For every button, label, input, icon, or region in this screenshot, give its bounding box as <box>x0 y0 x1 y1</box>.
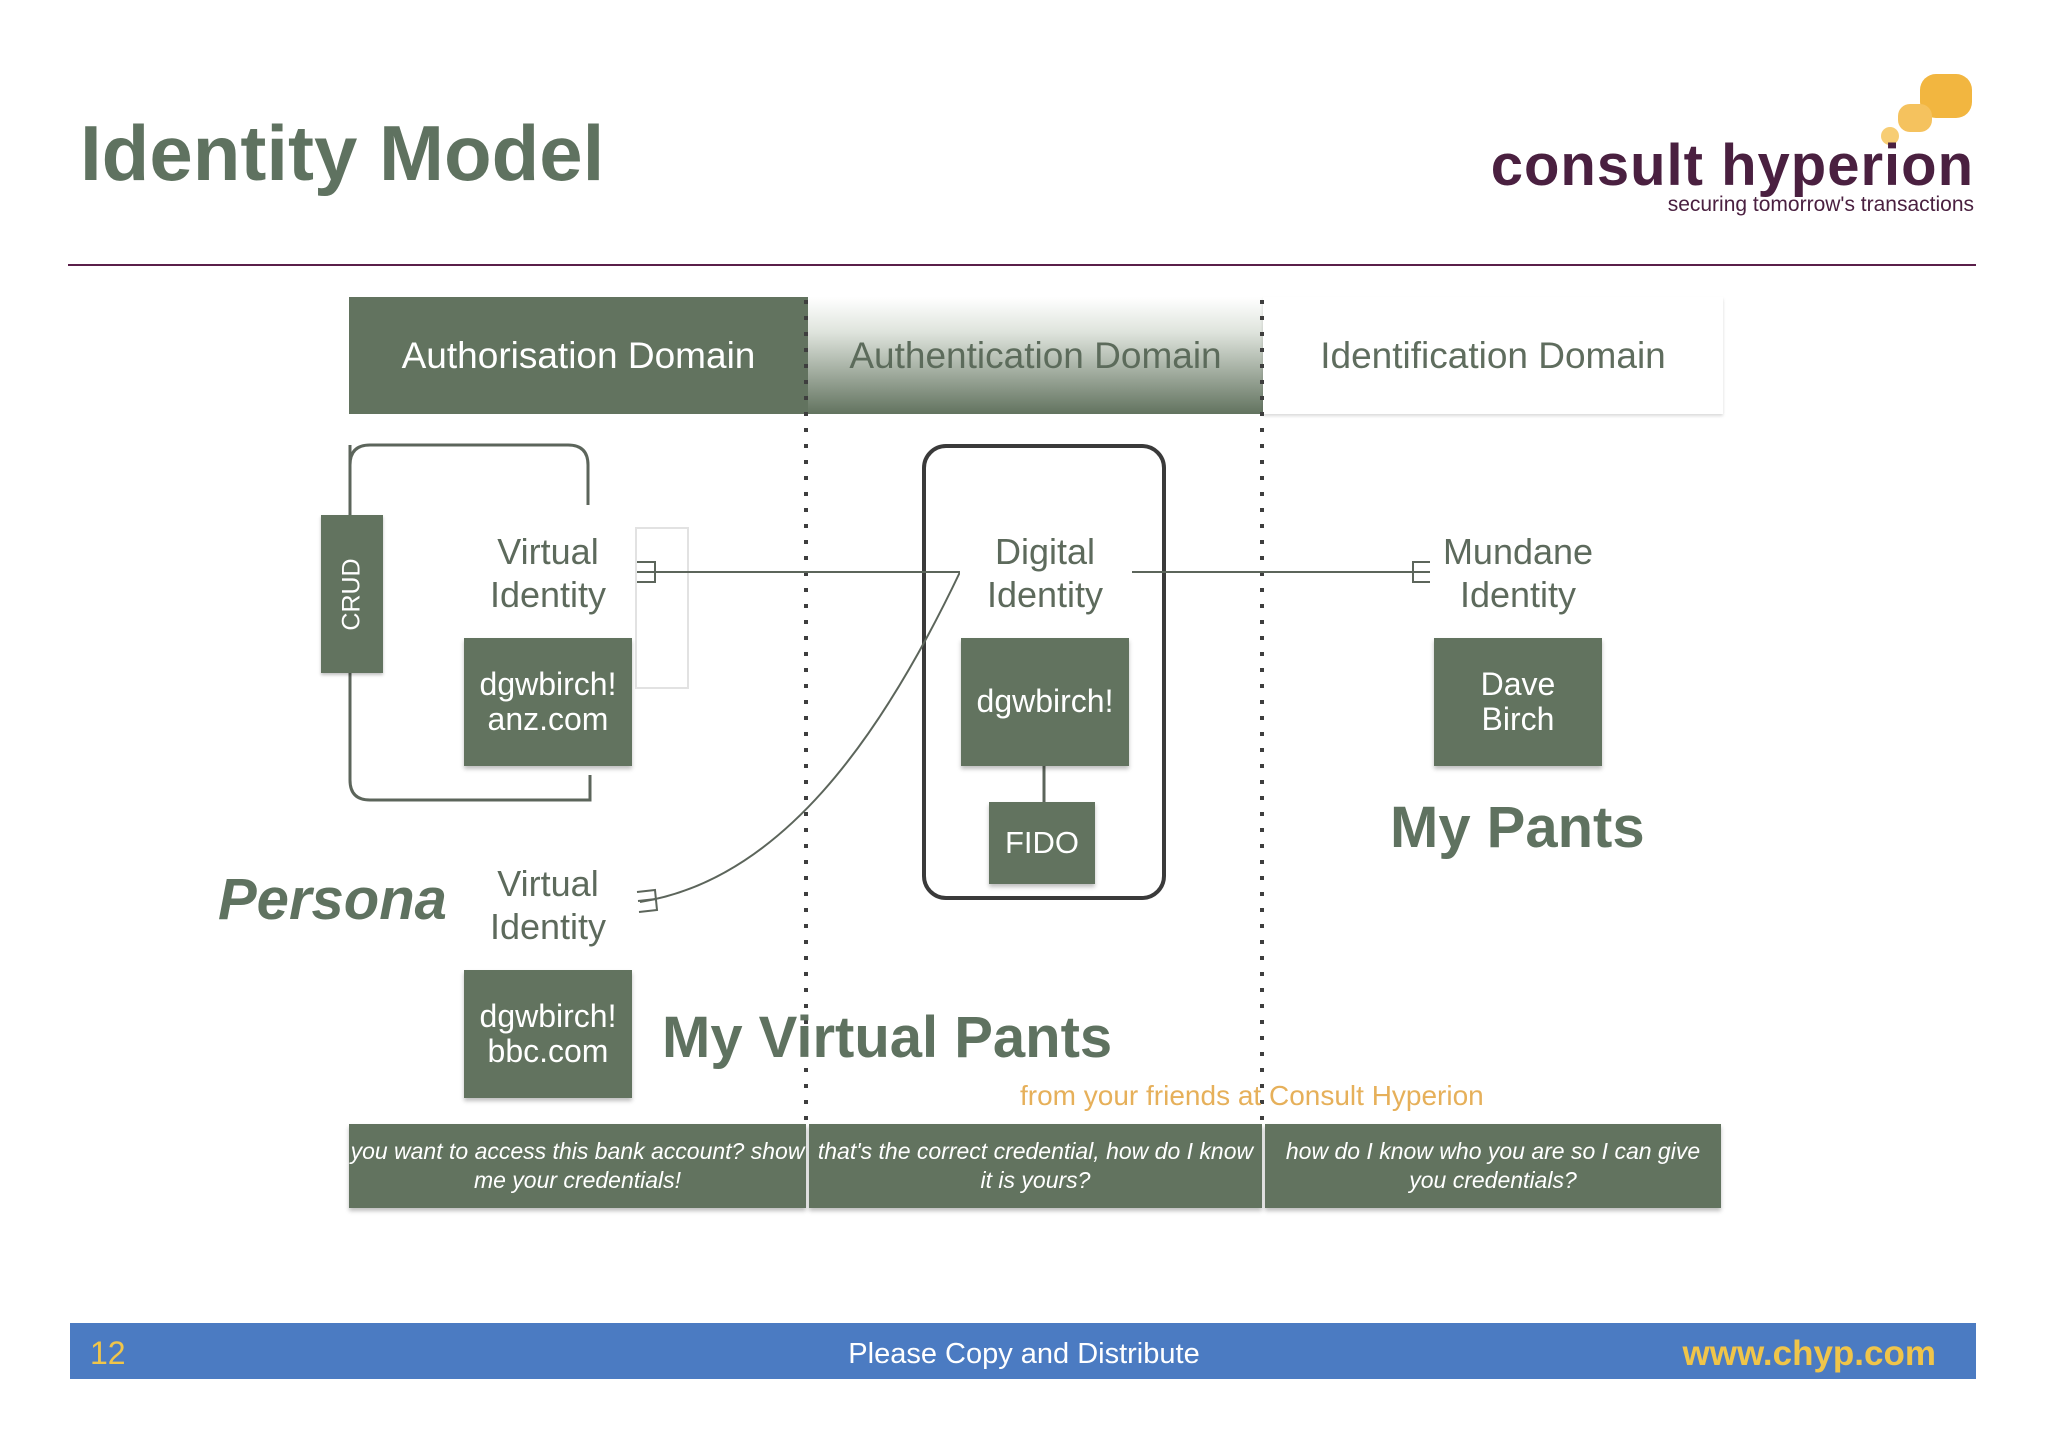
authorisation-domain-header: Authorisation Domain <box>349 297 808 414</box>
identification-domain-header: Identification Domain <box>1263 297 1723 414</box>
digital-identity-value: dgwbirch! <box>961 638 1129 766</box>
question-identification: how do I know who you are so I can give … <box>1265 1124 1721 1208</box>
title-divider <box>68 264 1976 266</box>
persona-label: Persona <box>218 867 447 932</box>
virtual-identity-value-2: dgwbirch! bbc.com <box>464 970 632 1098</box>
my-pants-label: My Pants <box>1390 795 1645 860</box>
page-number: 12 <box>90 1335 126 1371</box>
authentication-domain-header: Authentication Domain <box>808 297 1263 414</box>
virtual-identity-value-1: dgwbirch! anz.com <box>464 638 632 766</box>
my-virtual-pants-label: My Virtual Pants <box>662 1005 1113 1070</box>
footer-bar <box>70 1323 1976 1379</box>
friends-caption: from your friends at Consult Hyperion <box>1020 1080 1484 1111</box>
virtual-identity-label-2: Virtual Identity <box>462 842 634 968</box>
mundane-identity-label: Mundane Identity <box>1432 510 1604 636</box>
crud-label: CRUD <box>321 515 383 673</box>
question-authentication: that's the correct credential, how do I … <box>809 1124 1262 1208</box>
fido-box: FIDO <box>989 802 1095 884</box>
footer-url: www.chyp.com <box>1682 1334 1936 1373</box>
crud-text: CRUD <box>337 557 366 631</box>
mundane-identity-value: Dave Birch <box>1434 638 1602 766</box>
logo-tagline: securing tomorrow's transactions <box>1667 193 1974 216</box>
logo-wordmark: consult hyperion <box>1490 133 1974 198</box>
footer-caption: Please Copy and Distribute <box>848 1338 1200 1370</box>
logo-bubbles-icon <box>1881 74 1972 145</box>
digital-identity-label: Digital Identity <box>960 510 1130 636</box>
virtual-identity-label-1: Virtual Identity <box>462 510 634 636</box>
question-authorisation: you want to access this bank account? sh… <box>349 1124 806 1208</box>
slide-title: Identity Model <box>80 109 605 197</box>
